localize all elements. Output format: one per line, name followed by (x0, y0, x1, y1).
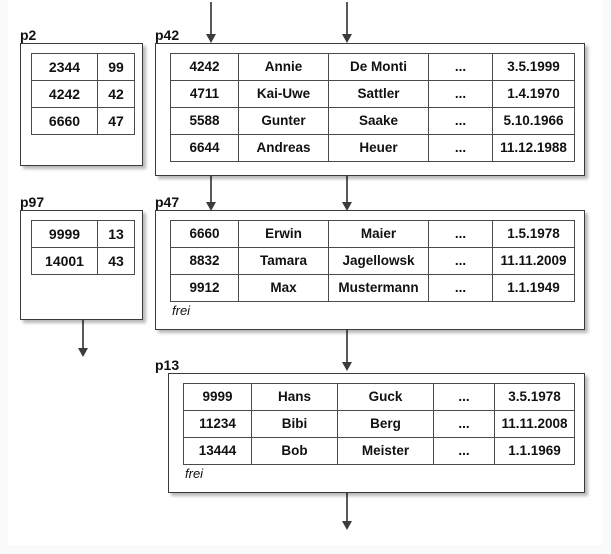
cell-page: 42 (97, 80, 135, 108)
cell-lastname: Saake (328, 107, 429, 135)
cell-ellipsis: ... (428, 80, 493, 108)
cell-date: 5.10.1966 (492, 107, 575, 135)
node-p97[interactable]: 9999 13 14001 43 (20, 210, 143, 320)
cell-id: 4242 (170, 53, 239, 81)
record-table-p42: 4242 Annie De Monti ... 3.5.1999 4711 Ka… (170, 53, 575, 162)
cell-ellipsis: ... (428, 274, 493, 302)
record-table-p13: 9999 Hans Guck ... 3.5.1978 11234 Bibi B… (183, 383, 575, 465)
cell-firstname: Bibi (251, 410, 338, 438)
cell-page: 43 (97, 247, 135, 275)
cell-date: 3.5.1999 (492, 53, 575, 81)
table-row: 6660 Erwin Maier ... 1.5.1978 (170, 220, 575, 248)
cell-lastname: Guck (337, 383, 434, 411)
table-row: 4711 Kai-Uwe Sattler ... 1.4.1970 (170, 80, 575, 108)
node-label-p13: p13 (155, 357, 180, 373)
cell-ellipsis: ... (428, 53, 493, 81)
table-row: 9912 Max Mustermann ... 1.1.1949 (170, 274, 575, 302)
cell-ellipsis: ... (433, 410, 495, 438)
cell-id: 6660 (170, 220, 239, 248)
cell-id: 4711 (170, 80, 239, 108)
record-table-p47: 6660 Erwin Maier ... 1.5.1978 8832 Tamar… (170, 220, 575, 302)
cell-lastname: Meister (337, 437, 434, 465)
cell-date: 1.1.1949 (492, 274, 575, 302)
cell-firstname: Annie (238, 53, 329, 81)
table-row: 6644 Andreas Heuer ... 11.12.1988 (170, 134, 575, 162)
cell-ellipsis: ... (433, 437, 495, 465)
node-p47[interactable]: 6660 Erwin Maier ... 1.5.1978 8832 Tamar… (155, 210, 585, 330)
cell-ellipsis: ... (428, 247, 493, 275)
cell-date: 1.4.1970 (492, 80, 575, 108)
cell-page: 13 (97, 220, 135, 248)
cell-key: 9999 (31, 220, 98, 248)
cell-lastname: Sattler (328, 80, 429, 108)
cell-id: 9999 (183, 383, 252, 411)
cell-firstname: Hans (251, 383, 338, 411)
node-p13[interactable]: 9999 Hans Guck ... 3.5.1978 11234 Bibi B… (168, 373, 585, 493)
cell-date: 11.11.2009 (492, 247, 575, 275)
record-table-p2: 2344 99 4242 42 6660 47 (31, 53, 135, 135)
cell-lastname: Berg (337, 410, 434, 438)
table-row: 9999 13 (31, 220, 135, 248)
cell-id: 6644 (170, 134, 239, 162)
cell-firstname: Max (238, 274, 329, 302)
cell-date: 11.11.2008 (494, 410, 575, 438)
table-row: 2344 99 (31, 53, 135, 81)
cell-firstname: Erwin (238, 220, 329, 248)
node-label-p47: p47 (155, 194, 180, 210)
cell-page: 47 (97, 107, 135, 135)
cell-key: 4242 (31, 80, 98, 108)
cell-id: 5588 (170, 107, 239, 135)
cell-lastname: De Monti (328, 53, 429, 81)
cell-firstname: Andreas (238, 134, 329, 162)
table-row: 8832 Tamara Jagellowsk ... 11.11.2009 (170, 247, 575, 275)
cell-ellipsis: ... (433, 383, 495, 411)
cell-lastname: Heuer (328, 134, 429, 162)
cell-date: 1.1.1969 (494, 437, 575, 465)
table-row: 4242 Annie De Monti ... 3.5.1999 (170, 53, 575, 81)
cell-lastname: Mustermann (328, 274, 429, 302)
cell-ellipsis: ... (428, 220, 493, 248)
table-row: 4242 42 (31, 80, 135, 108)
table-row: 9999 Hans Guck ... 3.5.1978 (183, 383, 575, 411)
node-p42[interactable]: 4242 Annie De Monti ... 3.5.1999 4711 Ka… (155, 43, 585, 176)
cell-firstname: Gunter (238, 107, 329, 135)
cell-id: 13444 (183, 437, 252, 465)
cell-id: 9912 (170, 274, 239, 302)
node-label-p2: p2 (20, 27, 37, 43)
cell-id: 11234 (183, 410, 252, 438)
cell-ellipsis: ... (428, 134, 493, 162)
cell-id: 8832 (170, 247, 239, 275)
cell-ellipsis: ... (428, 107, 493, 135)
cell-date: 11.12.1988 (492, 134, 575, 162)
free-space-label-p47: frei (172, 303, 191, 318)
node-p2[interactable]: 2344 99 4242 42 6660 47 (20, 43, 143, 166)
record-table-p97: 9999 13 14001 43 (31, 220, 135, 275)
cell-key: 2344 (31, 53, 98, 81)
cell-firstname: Kai-Uwe (238, 80, 329, 108)
table-row: 6660 47 (31, 107, 135, 135)
table-row: 13444 Bob Meister ... 1.1.1969 (183, 437, 575, 465)
cell-lastname: Jagellowsk (328, 247, 429, 275)
table-row: 5588 Gunter Saake ... 5.10.1966 (170, 107, 575, 135)
cell-date: 1.5.1978 (492, 220, 575, 248)
table-row: 14001 43 (31, 247, 135, 275)
cell-page: 99 (97, 53, 135, 81)
node-label-p42: p42 (155, 27, 180, 43)
cell-date: 3.5.1978 (494, 383, 575, 411)
cell-firstname: Tamara (238, 247, 329, 275)
node-label-p97: p97 (20, 194, 45, 210)
cell-lastname: Maier (328, 220, 429, 248)
table-row: 11234 Bibi Berg ... 11.11.2008 (183, 410, 575, 438)
diagram-paper: p2 2344 99 4242 42 6660 47 (8, 0, 603, 545)
cell-firstname: Bob (251, 437, 338, 465)
free-space-label-p13: frei (185, 466, 204, 481)
cell-key: 6660 (31, 107, 98, 135)
cell-key: 14001 (31, 247, 98, 275)
